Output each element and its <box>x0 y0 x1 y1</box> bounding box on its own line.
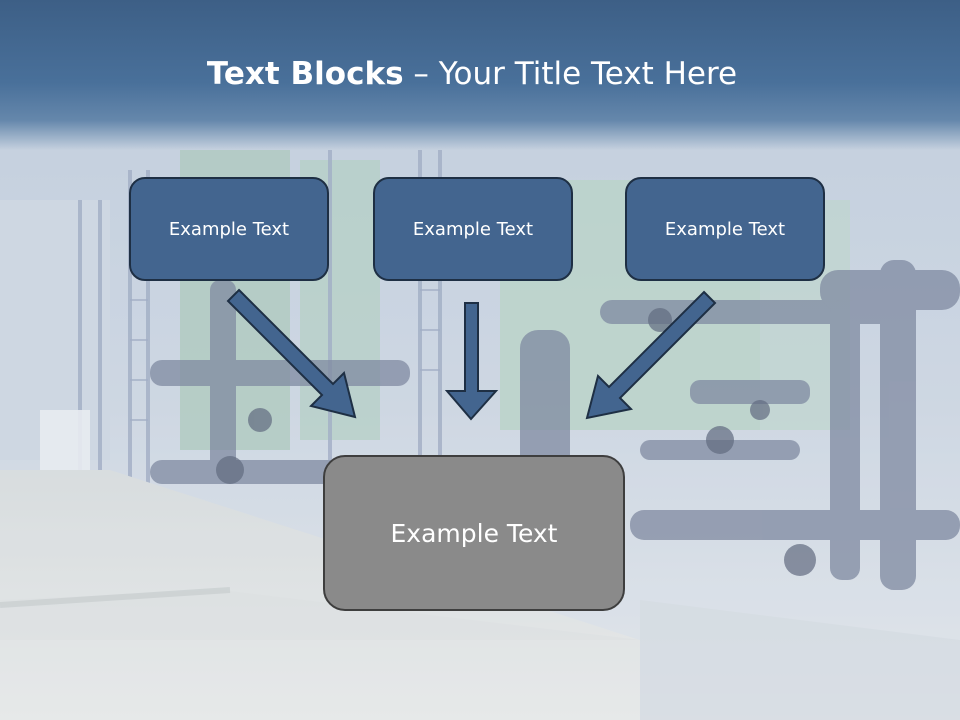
title-band <box>0 0 960 150</box>
text-block-bottom[interactable]: Example Text <box>323 455 625 611</box>
arrow-left-icon <box>226 288 357 419</box>
text-block-top-right[interactable]: Example Text <box>625 177 825 281</box>
text-block-top-left-label: Example Text <box>168 218 290 240</box>
title-separator: – <box>403 56 439 92</box>
arrow-middle-icon <box>444 302 499 421</box>
arrow-right-icon <box>585 290 717 420</box>
text-block-top-right-label: Example Text <box>664 218 786 240</box>
text-block-top-middle-label: Example Text <box>412 218 534 240</box>
title-bold-text: Text Blocks <box>206 56 404 92</box>
title-rest-text: Your Title Text Here <box>438 56 738 92</box>
text-block-top-left[interactable]: Example Text <box>129 177 329 281</box>
slide-title: Text Blocks – Your Title Text Here <box>0 52 944 96</box>
text-block-bottom-label: Example Text <box>390 518 558 548</box>
text-block-top-middle[interactable]: Example Text <box>373 177 573 281</box>
